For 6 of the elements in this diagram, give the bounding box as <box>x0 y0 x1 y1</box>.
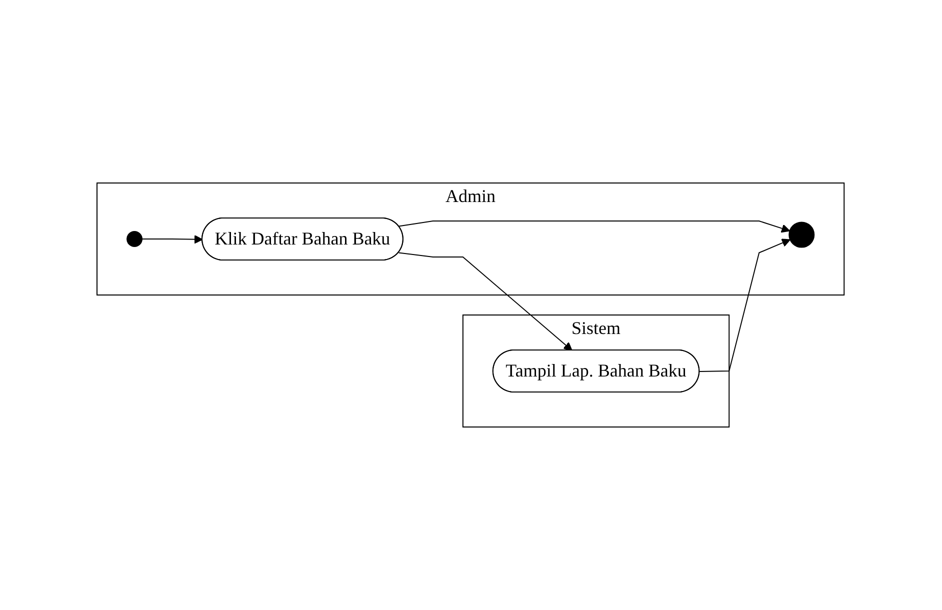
arrow <box>700 238 791 372</box>
arrow <box>142 234 204 244</box>
node-circle <box>789 222 816 248</box>
node-circle <box>126 231 143 247</box>
arrow <box>398 252 573 351</box>
arrow <box>398 220 791 233</box>
